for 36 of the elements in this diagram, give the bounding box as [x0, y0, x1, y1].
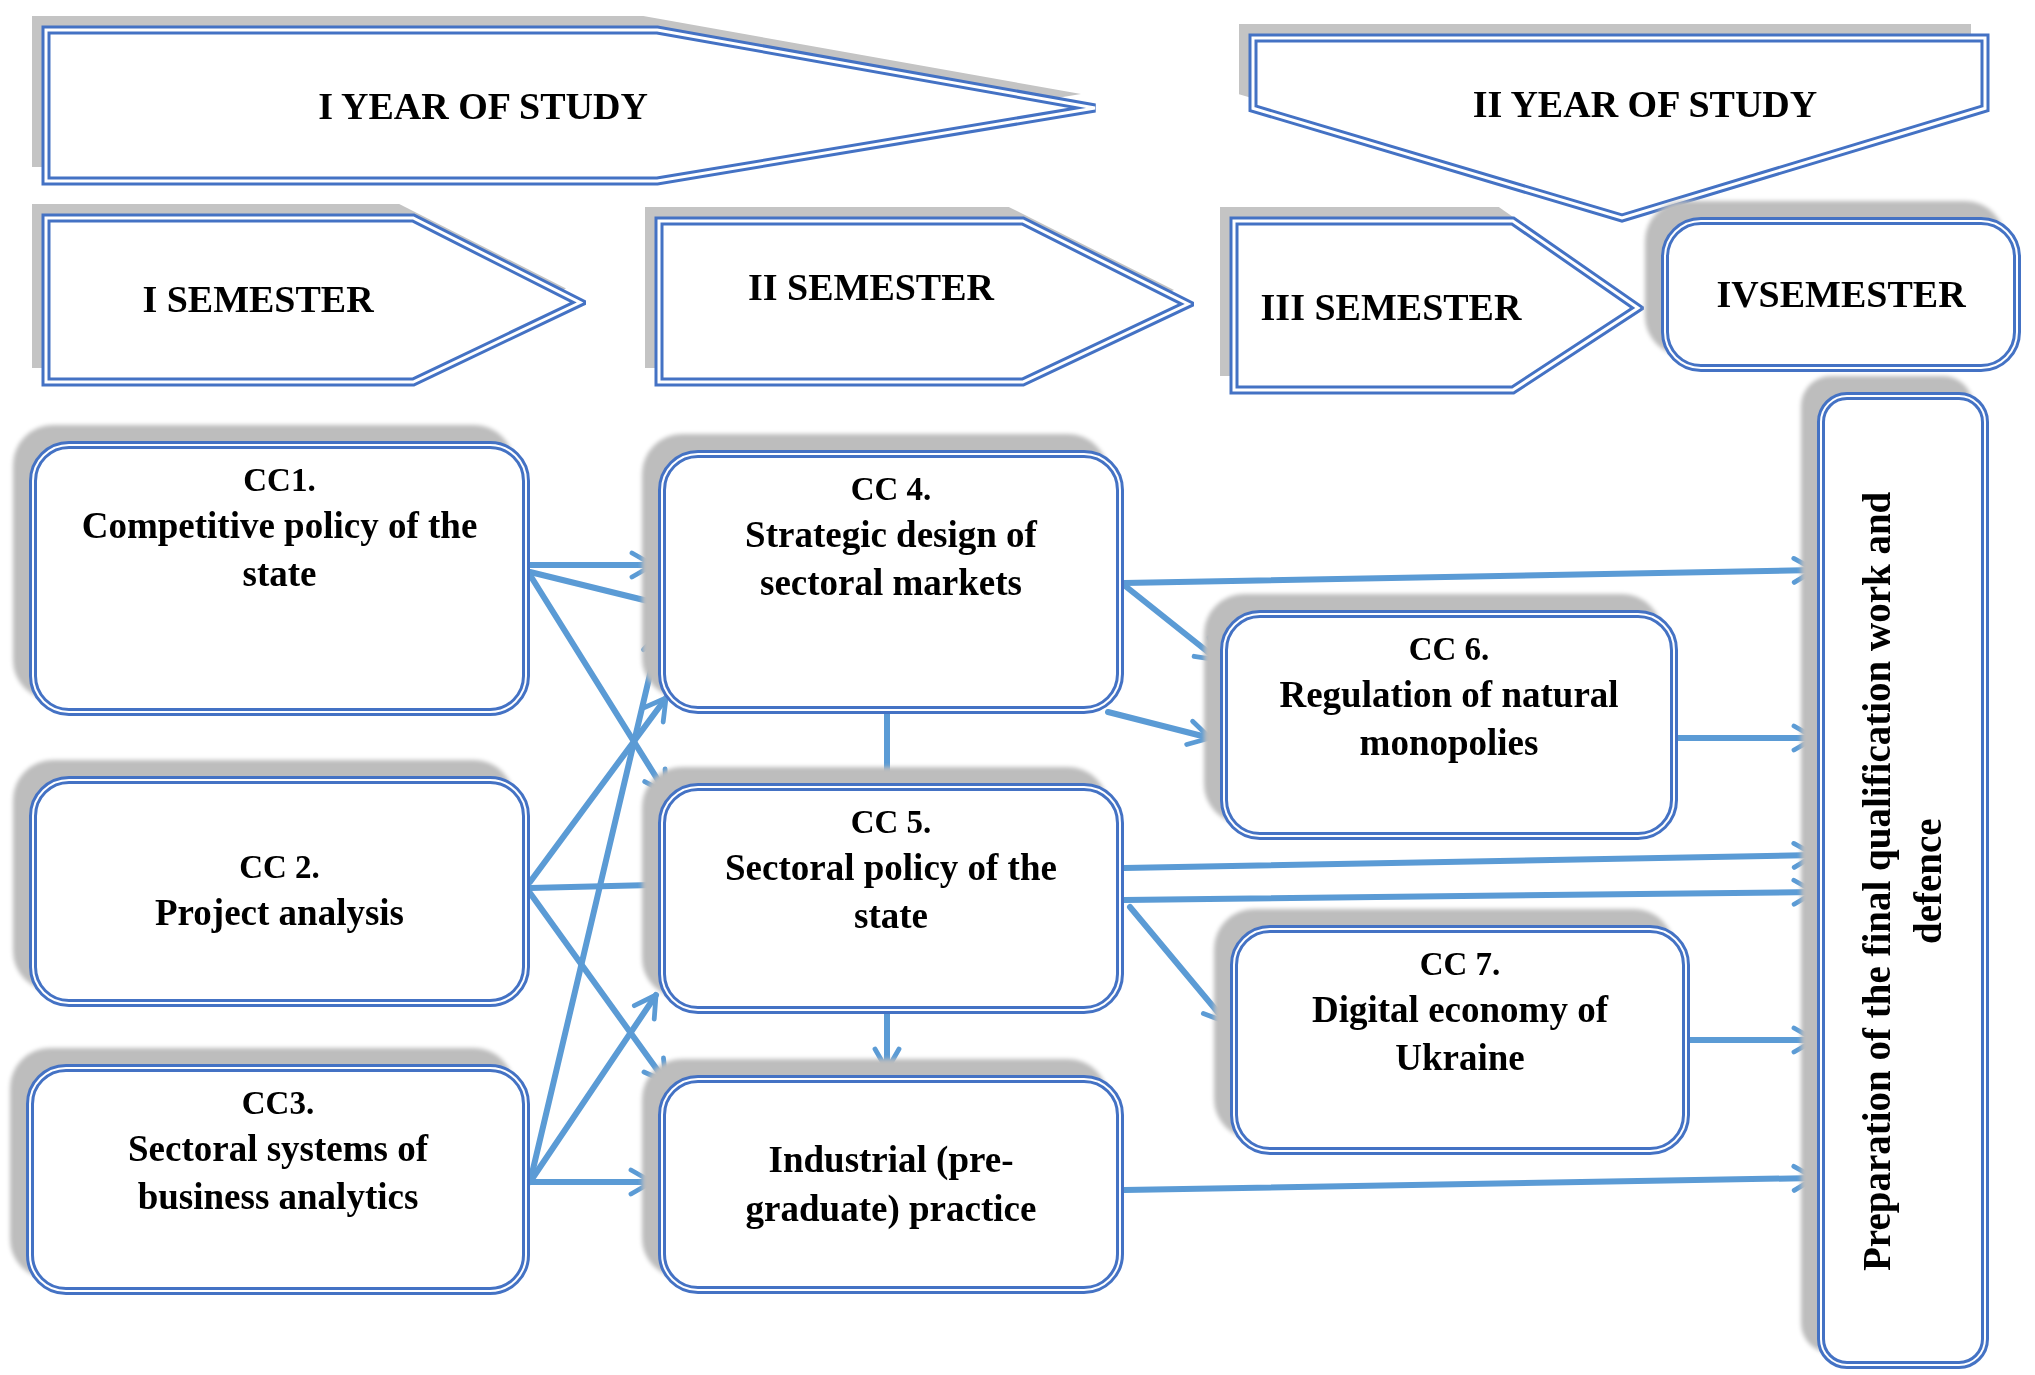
course-box	[29, 441, 530, 716]
arrow	[1127, 904, 1229, 1025]
semester-box	[1661, 217, 2021, 372]
course-box	[658, 783, 1124, 1014]
course-title: Digital economy of Ukraine	[1311, 987, 1610, 1080]
semester-label: III SEMESTER	[1260, 285, 1522, 331]
course-code: CC 5.	[850, 803, 932, 842]
final-work-box	[1817, 392, 1989, 1369]
practice-box	[658, 1075, 1124, 1294]
course-box	[1230, 925, 1690, 1155]
course-code: CC 6.	[1408, 630, 1490, 669]
practice-label: Industrial (pre-graduate) practice	[744, 1138, 1038, 1231]
course-title: Competitive policy of the state	[80, 503, 479, 596]
year-label: II YEAR OF STUDY	[1472, 82, 1818, 128]
semester-label: IVSEMESTER	[1716, 271, 1966, 317]
course-code: CC3.	[241, 1084, 315, 1123]
course-code: CC 4.	[850, 470, 932, 509]
course-code: CC 7.	[1419, 945, 1501, 984]
course-code: CC1.	[243, 461, 316, 500]
vertical-label: Preparation of the final qualification work and defence	[1854, 489, 1950, 1273]
year-label: I YEAR OF STUDY	[318, 84, 648, 130]
course-box	[26, 1064, 530, 1295]
semester-label: I SEMESTER	[142, 277, 374, 323]
course-box	[29, 776, 530, 1007]
course-title: Sectoral systems of business analytics	[127, 1126, 430, 1219]
course-title: Sectoral policy of the state	[724, 845, 1058, 938]
course-title: Strategic design of sectoral markets	[744, 512, 1039, 605]
course-box	[1220, 610, 1678, 840]
arrow	[1105, 709, 1213, 747]
course-title: Project analysis	[155, 890, 404, 935]
course-title: Regulation of natural monopolies	[1278, 672, 1620, 765]
course-box	[658, 450, 1124, 714]
connector-line	[884, 711, 890, 786]
semester-label: II SEMESTER	[747, 265, 994, 311]
course-code: CC 2.	[239, 848, 320, 887]
arrow	[872, 1011, 902, 1073]
